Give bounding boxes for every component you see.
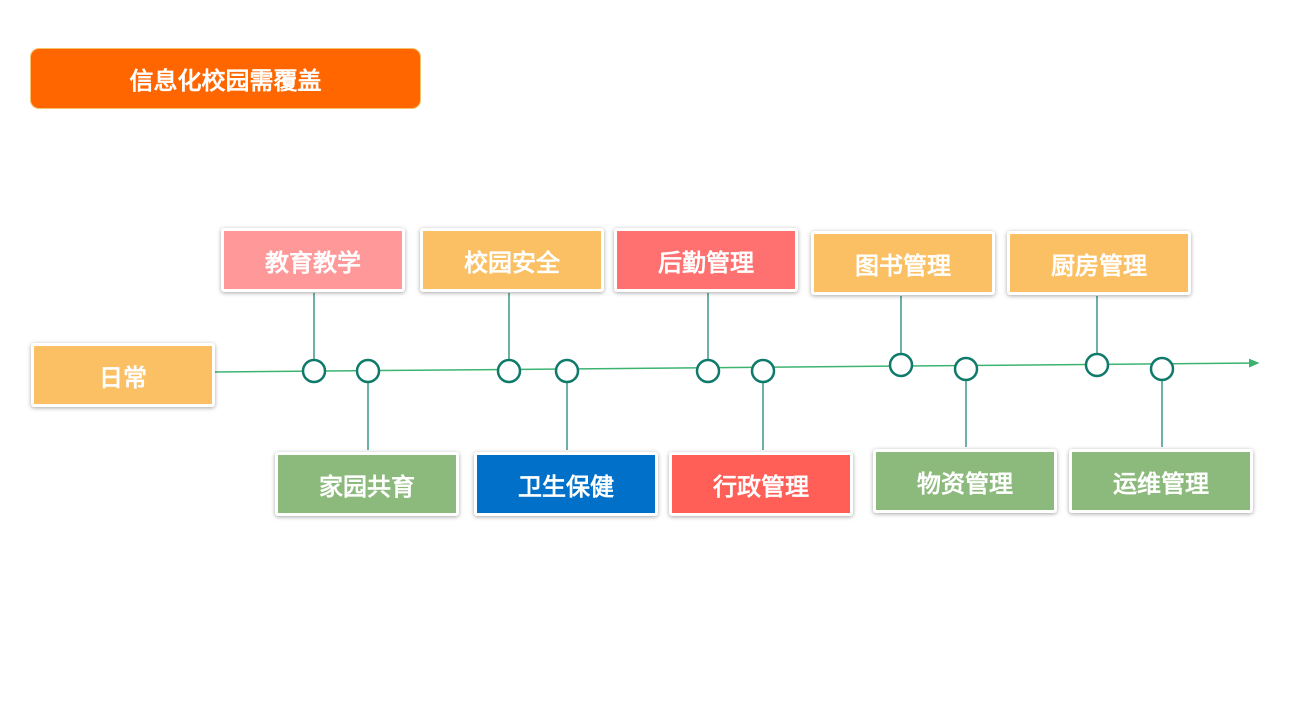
timeline-node	[888, 352, 914, 378]
top-box: 图书管理	[811, 231, 995, 295]
timeline-node	[301, 358, 327, 384]
timeline-node	[496, 358, 522, 384]
bottom-box: 物资管理	[873, 449, 1057, 513]
top-box: 后勤管理	[614, 228, 798, 292]
timeline-node	[695, 358, 721, 384]
timeline-axis	[213, 358, 1260, 373]
timeline-node	[554, 358, 580, 384]
bottom-box: 运维管理	[1069, 449, 1253, 513]
top-box: 校园安全	[420, 228, 604, 292]
top-box: 厨房管理	[1007, 231, 1191, 295]
top-box: 教育教学	[221, 228, 405, 292]
bottom-box: 卫生保健	[474, 452, 658, 516]
bottom-box: 行政管理	[669, 452, 853, 516]
bottom-box: 家园共育	[275, 452, 459, 516]
root-box-daily: 日常	[31, 343, 215, 407]
timeline-node	[355, 358, 381, 384]
timeline-node	[1084, 352, 1110, 378]
timeline-node	[750, 358, 776, 384]
timeline-node	[1149, 356, 1175, 382]
timeline-node	[953, 356, 979, 382]
section-title: 信息化校园需覆盖	[30, 48, 421, 109]
